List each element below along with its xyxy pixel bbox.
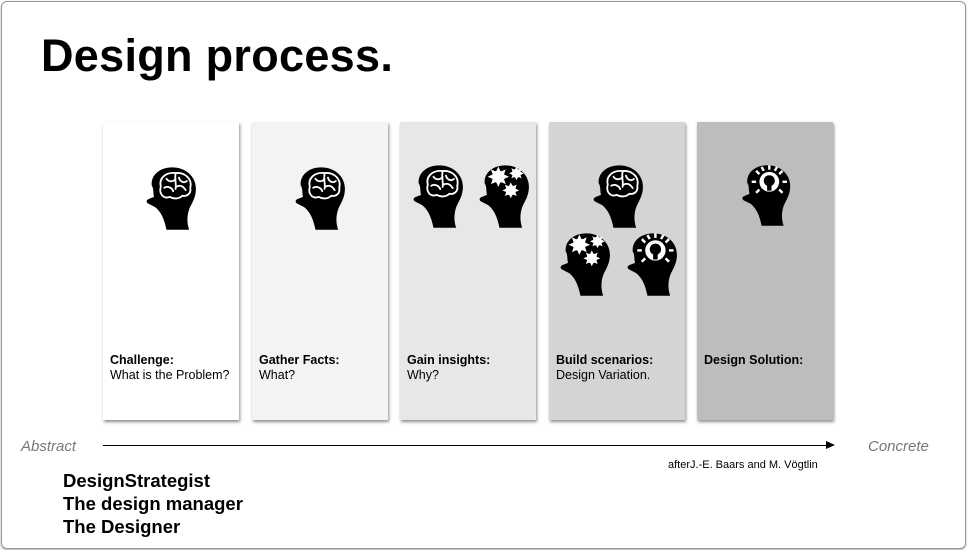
brain-head-icon xyxy=(593,165,643,228)
stage-heading: Build scenarios: xyxy=(556,353,654,367)
credit-text: afterJ.-E. Baars and M. Vögtlin xyxy=(668,459,818,471)
stage-heading: Gather Facts: xyxy=(259,353,340,367)
brain-head-icon xyxy=(295,167,345,230)
role-item: The Designer xyxy=(63,516,181,537)
stage-subtext: Why? xyxy=(407,368,439,382)
stage-heading: Challenge: xyxy=(110,353,174,367)
role-item: The design manager xyxy=(63,493,243,514)
stage-subtext: Design Variation. xyxy=(556,368,651,382)
arrow-right-icon xyxy=(826,441,835,449)
axis-start-label: Abstract xyxy=(21,438,77,455)
role-item: DesignStrategist xyxy=(63,470,211,491)
roles-list: DesignStrategist The design manager The … xyxy=(63,469,243,538)
stage-subtext: What? xyxy=(259,368,296,382)
stage-label: Build scenarios: Design Variation. xyxy=(556,353,653,383)
stage-heading: Gain insights: xyxy=(407,353,491,367)
gears-head-icon xyxy=(479,165,529,228)
lightbulb-head-icon xyxy=(742,164,791,226)
abstract-to-concrete-axis xyxy=(103,445,829,446)
stage-label: Gather Facts: What? xyxy=(259,353,340,383)
stage-heading: Design Solution: xyxy=(704,353,804,367)
brain-head-icon xyxy=(146,167,196,230)
brain-head-icon xyxy=(413,165,463,228)
slide-title: Design process. xyxy=(41,30,394,81)
stage-label: Gain insights: Why? xyxy=(407,353,490,383)
stage-label: Challenge: What is the Problem? xyxy=(110,353,230,383)
stage-label: Design Solution: xyxy=(704,353,803,368)
stage-subtext: What is the Problem? xyxy=(110,368,230,382)
axis-end-label: Concrete xyxy=(868,438,929,455)
lightbulb-head-icon xyxy=(627,232,677,296)
gears-head-icon xyxy=(560,233,610,296)
